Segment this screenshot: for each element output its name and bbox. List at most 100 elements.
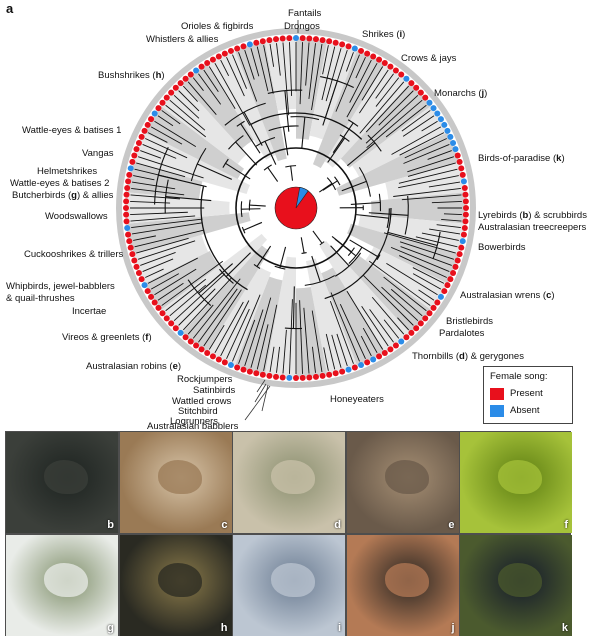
bird-silhouette [44, 460, 88, 494]
internal-branch [158, 174, 207, 188]
internal-branch [165, 196, 212, 202]
tip-branch [220, 300, 250, 357]
internal-branch [284, 90, 290, 132]
tip-state-dot [456, 158, 463, 165]
clade-wedge [234, 41, 287, 162]
tip-state-dot [234, 45, 241, 52]
tip-branch [198, 73, 222, 105]
internal-branch [322, 180, 338, 191]
bird-photo-b: b [6, 432, 118, 533]
tip-state-dot [286, 374, 293, 381]
tip-state-dot [387, 346, 394, 353]
tip-state-dot [430, 105, 437, 112]
bird-silhouette [384, 562, 429, 597]
tip-branch [398, 168, 458, 184]
tip-state-dot [131, 152, 138, 159]
tip-state-dot [381, 349, 388, 356]
tip-state-dot [151, 299, 158, 306]
tip-state-dot [444, 127, 451, 134]
internal-branch [349, 239, 379, 258]
label-leader-line [256, 379, 266, 393]
tip-state-dot [266, 372, 273, 379]
tip-branch [421, 120, 438, 132]
tip-state-dot [417, 320, 424, 327]
clade-label-cuckooshrikes: Cuckooshrikes & trillers [24, 249, 124, 260]
tip-state-dot [141, 282, 148, 289]
tip-state-dot [437, 116, 444, 123]
clade-label-whipbirds: Whipbirds, jewel-babblers [6, 281, 115, 292]
photo-letter: d [334, 519, 341, 531]
internal-arc [187, 279, 212, 307]
tip-branch [349, 59, 372, 103]
tip-branch [375, 73, 394, 99]
legend-swatch-present [490, 387, 504, 400]
tip-branch [276, 43, 281, 76]
tip-branch [299, 42, 303, 105]
tip-branch [308, 43, 316, 99]
tip-branch [173, 273, 226, 322]
tip-state-dot [441, 288, 448, 295]
bird-photo-h: h [119, 534, 232, 636]
clade-wedge [352, 106, 448, 177]
tip-state-dot [246, 41, 253, 48]
tip-branch [359, 69, 389, 114]
tip-state-dot [462, 198, 469, 205]
tip-branch [368, 260, 431, 306]
tip-branch [147, 132, 168, 143]
legend-swatch-absent [490, 404, 504, 417]
internal-branch [243, 111, 263, 146]
tip-branch [140, 150, 162, 159]
tip-branch [399, 132, 445, 156]
tip-branch [335, 54, 360, 112]
clade-label-orioles: Orioles & figbirds [181, 21, 254, 32]
tip-branch [136, 237, 189, 254]
tip-state-dot [187, 71, 194, 78]
tip-branch [436, 224, 461, 228]
label-leader-line [254, 383, 267, 403]
tip-branch [269, 43, 275, 67]
tip-state-dot [319, 37, 326, 44]
tip-branch [137, 156, 204, 179]
tip-branch [421, 232, 459, 241]
tip-branch [402, 115, 435, 137]
clade-label-honeyeaters: Honeyeaters [330, 394, 384, 405]
legend-label-absent: Absent [510, 405, 540, 416]
internal-arc [348, 247, 363, 264]
clade-label-stitchbird: Stitchbird [178, 406, 218, 417]
tip-state-dot [306, 35, 313, 42]
tip-state-dot [159, 310, 166, 317]
tip-state-dot [127, 165, 134, 172]
bird-silhouette [44, 562, 88, 597]
tip-state-dot [198, 63, 205, 70]
tip-branch [165, 104, 207, 138]
photo-letter: g [107, 621, 114, 634]
tip-branch [178, 288, 216, 326]
internal-branch [225, 252, 251, 278]
tip-branch [244, 309, 264, 367]
tip-state-dot [259, 371, 266, 378]
clade-ring [116, 28, 476, 388]
tip-branch [133, 175, 155, 181]
tip-state-dot [454, 152, 461, 159]
internal-arc [224, 102, 266, 126]
tip-branch [397, 317, 410, 331]
clade-label-quail-thrushes: & quail-thrushes [6, 293, 75, 304]
tip-state-dot [138, 276, 145, 283]
tip-state-dot [215, 356, 222, 363]
tip-branch [418, 289, 435, 301]
tip-state-dot [381, 60, 388, 67]
tip-branch [226, 308, 250, 359]
clade-label-australasian-babblers: Australasian babblers [147, 421, 239, 432]
internal-branch [368, 212, 409, 216]
tip-branch [325, 48, 342, 102]
tip-state-dot [332, 39, 339, 46]
tip-branch [431, 201, 462, 204]
internal-arc [376, 254, 381, 260]
tip-state-dot [456, 251, 463, 258]
bird-photo-c: c [119, 432, 232, 533]
clade-label-butcherbirds: Butcherbirds (g) & allies [12, 190, 114, 201]
bird-photo-j: j [346, 534, 459, 636]
clade-label-bushshrikes: Bushshrikes (h) [98, 70, 165, 81]
internal-branch [319, 182, 333, 193]
